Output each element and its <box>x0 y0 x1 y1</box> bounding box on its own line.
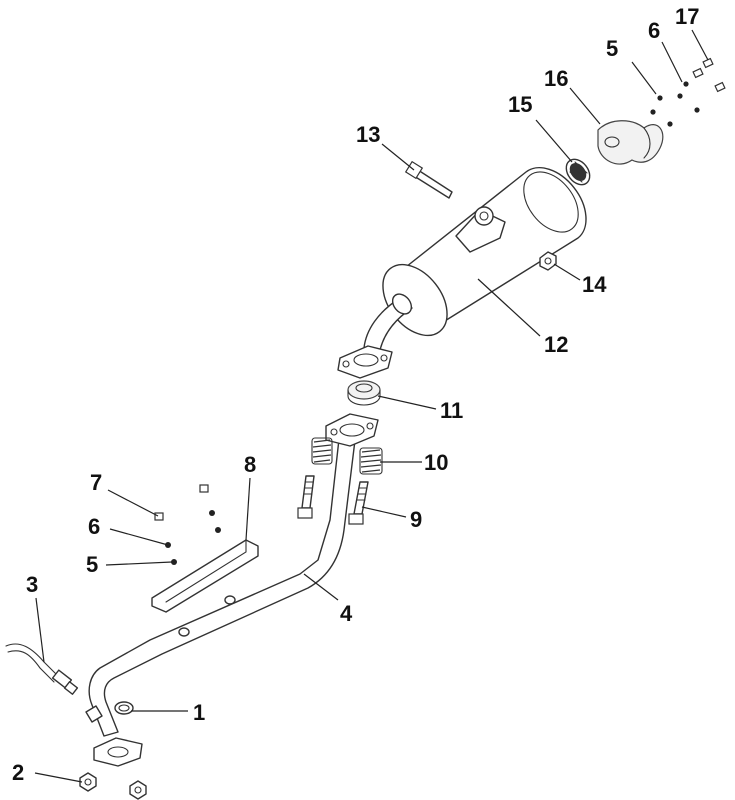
callout-3: 3 <box>26 572 38 597</box>
springs <box>311 437 383 475</box>
callout-6-right: 6 <box>648 18 660 43</box>
callout-labels: 1 2 3 4 5 6 7 8 9 10 11 12 13 14 15 16 5… <box>12 4 699 785</box>
callout-5-left: 5 <box>86 552 98 577</box>
oxygen-sensor <box>5 643 79 695</box>
callout-9: 9 <box>410 507 422 532</box>
callout-16: 16 <box>544 66 568 91</box>
callout-17: 17 <box>675 4 699 29</box>
callout-6-left: 6 <box>88 514 100 539</box>
mounting-bolt-long <box>404 160 453 199</box>
callout-12: 12 <box>544 332 568 357</box>
end-cap <box>565 158 591 186</box>
bracket-fasteners <box>154 484 221 565</box>
exhaust-pipe <box>85 413 379 767</box>
callout-5-right: 5 <box>606 36 618 61</box>
callout-4: 4 <box>340 601 353 626</box>
exhaust-gasket-ring <box>114 701 134 715</box>
callout-10: 10 <box>424 450 448 475</box>
callout-15: 15 <box>508 92 532 117</box>
muffler <box>337 166 587 379</box>
pipe-gasket <box>347 380 381 406</box>
callout-2: 2 <box>12 760 24 785</box>
callout-11: 11 <box>440 398 463 423</box>
leader-lines <box>34 29 709 783</box>
callout-7: 7 <box>90 470 102 495</box>
heat-cover-plate <box>597 120 664 165</box>
cover-fasteners <box>650 57 726 127</box>
callout-14: 14 <box>582 272 607 297</box>
callout-13: 13 <box>356 122 380 147</box>
mounting-nut <box>539 251 557 271</box>
callout-1: 1 <box>193 700 205 725</box>
flange-nuts <box>79 772 147 800</box>
callout-8: 8 <box>244 452 256 477</box>
studs <box>297 475 369 525</box>
